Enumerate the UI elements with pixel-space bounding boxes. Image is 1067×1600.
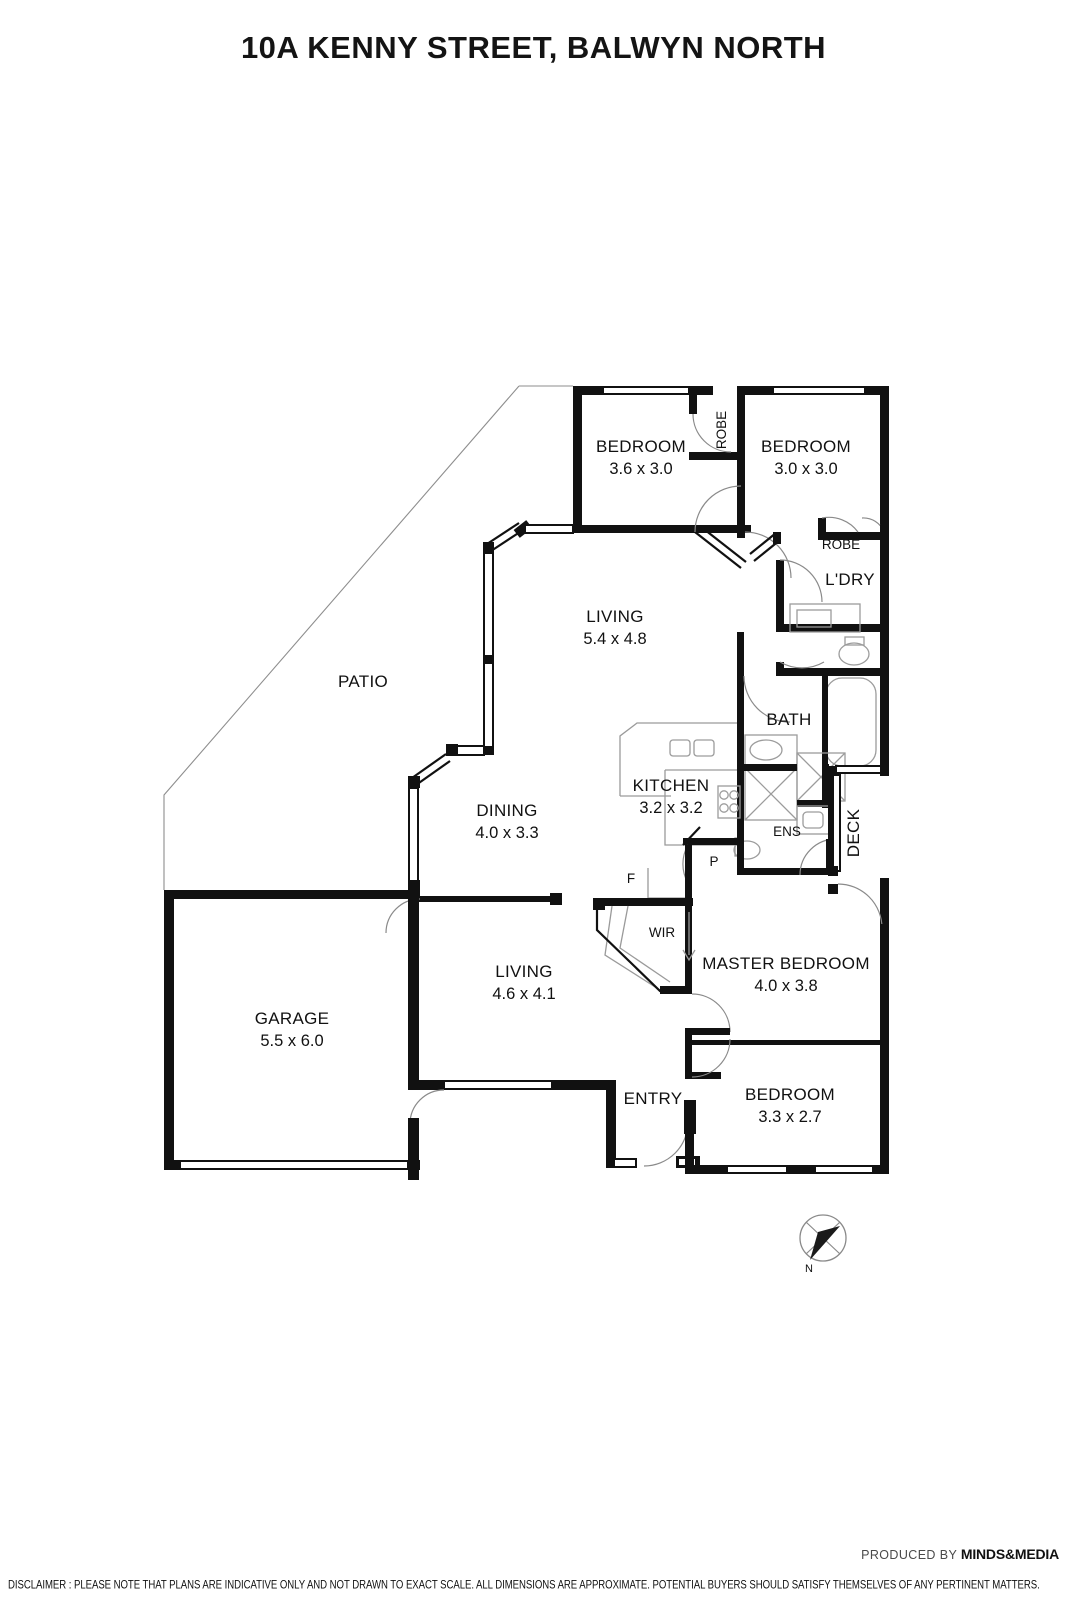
right-service-walls — [733, 516, 889, 929]
living-walls — [408, 485, 792, 892]
room-dim-master-bedroom: 4.0 x 3.8 — [754, 977, 817, 995]
room-label-kitchen: KITCHEN — [633, 776, 710, 795]
room-labels: BEDROOM 3.6 x 3.0 BEDROOM 3.0 x 3.0 LIVI… — [255, 411, 875, 1126]
room-label-patio: PATIO — [338, 672, 388, 691]
room-label-bath: BATH — [766, 710, 811, 729]
room-label-robe-2: ROBE — [822, 537, 860, 552]
room-label-bedroom-4: BEDROOM — [745, 1085, 835, 1104]
room-dim-living-main: 5.4 x 4.8 — [583, 630, 646, 648]
room-label-bedroom-3: BEDROOM — [761, 437, 851, 456]
room-label-entry: ENTRY — [624, 1089, 683, 1108]
producer-credit: PRODUCED BY MINDS&MEDIA — [861, 1546, 1059, 1562]
garage-walls — [164, 890, 420, 1170]
room-label-wir: WIR — [649, 925, 675, 940]
room-label-ensuite: ENS — [773, 824, 801, 839]
room-label-deck: DECK — [844, 808, 863, 857]
compass-rose-icon: N — [799, 1214, 847, 1275]
room-dim-living-second: 4.6 x 4.1 — [492, 985, 555, 1003]
room-label-living-main: LIVING — [586, 607, 644, 626]
producer-prefix: PRODUCED BY — [861, 1548, 957, 1562]
room-label-living-second: LIVING — [495, 962, 553, 981]
room-label-garage: GARAGE — [255, 1009, 330, 1028]
compass-north-label: N — [805, 1263, 813, 1275]
room-label-pantry: P — [709, 854, 718, 869]
room-label-bedroom-2: BEDROOM — [596, 437, 686, 456]
room-label-master-bedroom: MASTER BEDROOM — [702, 954, 870, 973]
exterior-walls-top — [573, 386, 889, 538]
room-dim-bedroom-4: 3.3 x 2.7 — [758, 1108, 821, 1126]
room-dim-dining: 4.0 x 3.3 — [475, 824, 538, 842]
mid-walls — [164, 888, 700, 1180]
room-label-dining: DINING — [476, 801, 537, 820]
room-dim-bedroom-3: 3.0 x 3.0 — [774, 460, 837, 478]
room-label-robe-1: ROBE — [714, 411, 729, 449]
room-label-fridge: F — [627, 871, 635, 886]
wir-master-walls — [593, 898, 889, 1174]
producer-brand: MINDS&MEDIA — [960, 1546, 1059, 1562]
patio-glazing — [408, 522, 524, 892]
room-dim-garage: 5.5 x 6.0 — [260, 1032, 323, 1050]
room-label-laundry: L'DRY — [825, 570, 875, 589]
room-dim-kitchen: 3.2 x 3.2 — [639, 799, 702, 817]
patio-outline — [163, 385, 573, 890]
disclaimer-text: DISCLAIMER : PLEASE NOTE THAT PLANS ARE … — [8, 1578, 1040, 1592]
page-title: 10A KENNY STREET, BALWYN NORTH — [240, 30, 827, 65]
room-dim-bedroom-2: 3.6 x 3.0 — [609, 460, 672, 478]
exterior-walls-bottom — [685, 1165, 889, 1174]
robe-1-walls — [689, 392, 741, 460]
kitchen-fixtures — [619, 722, 741, 899]
